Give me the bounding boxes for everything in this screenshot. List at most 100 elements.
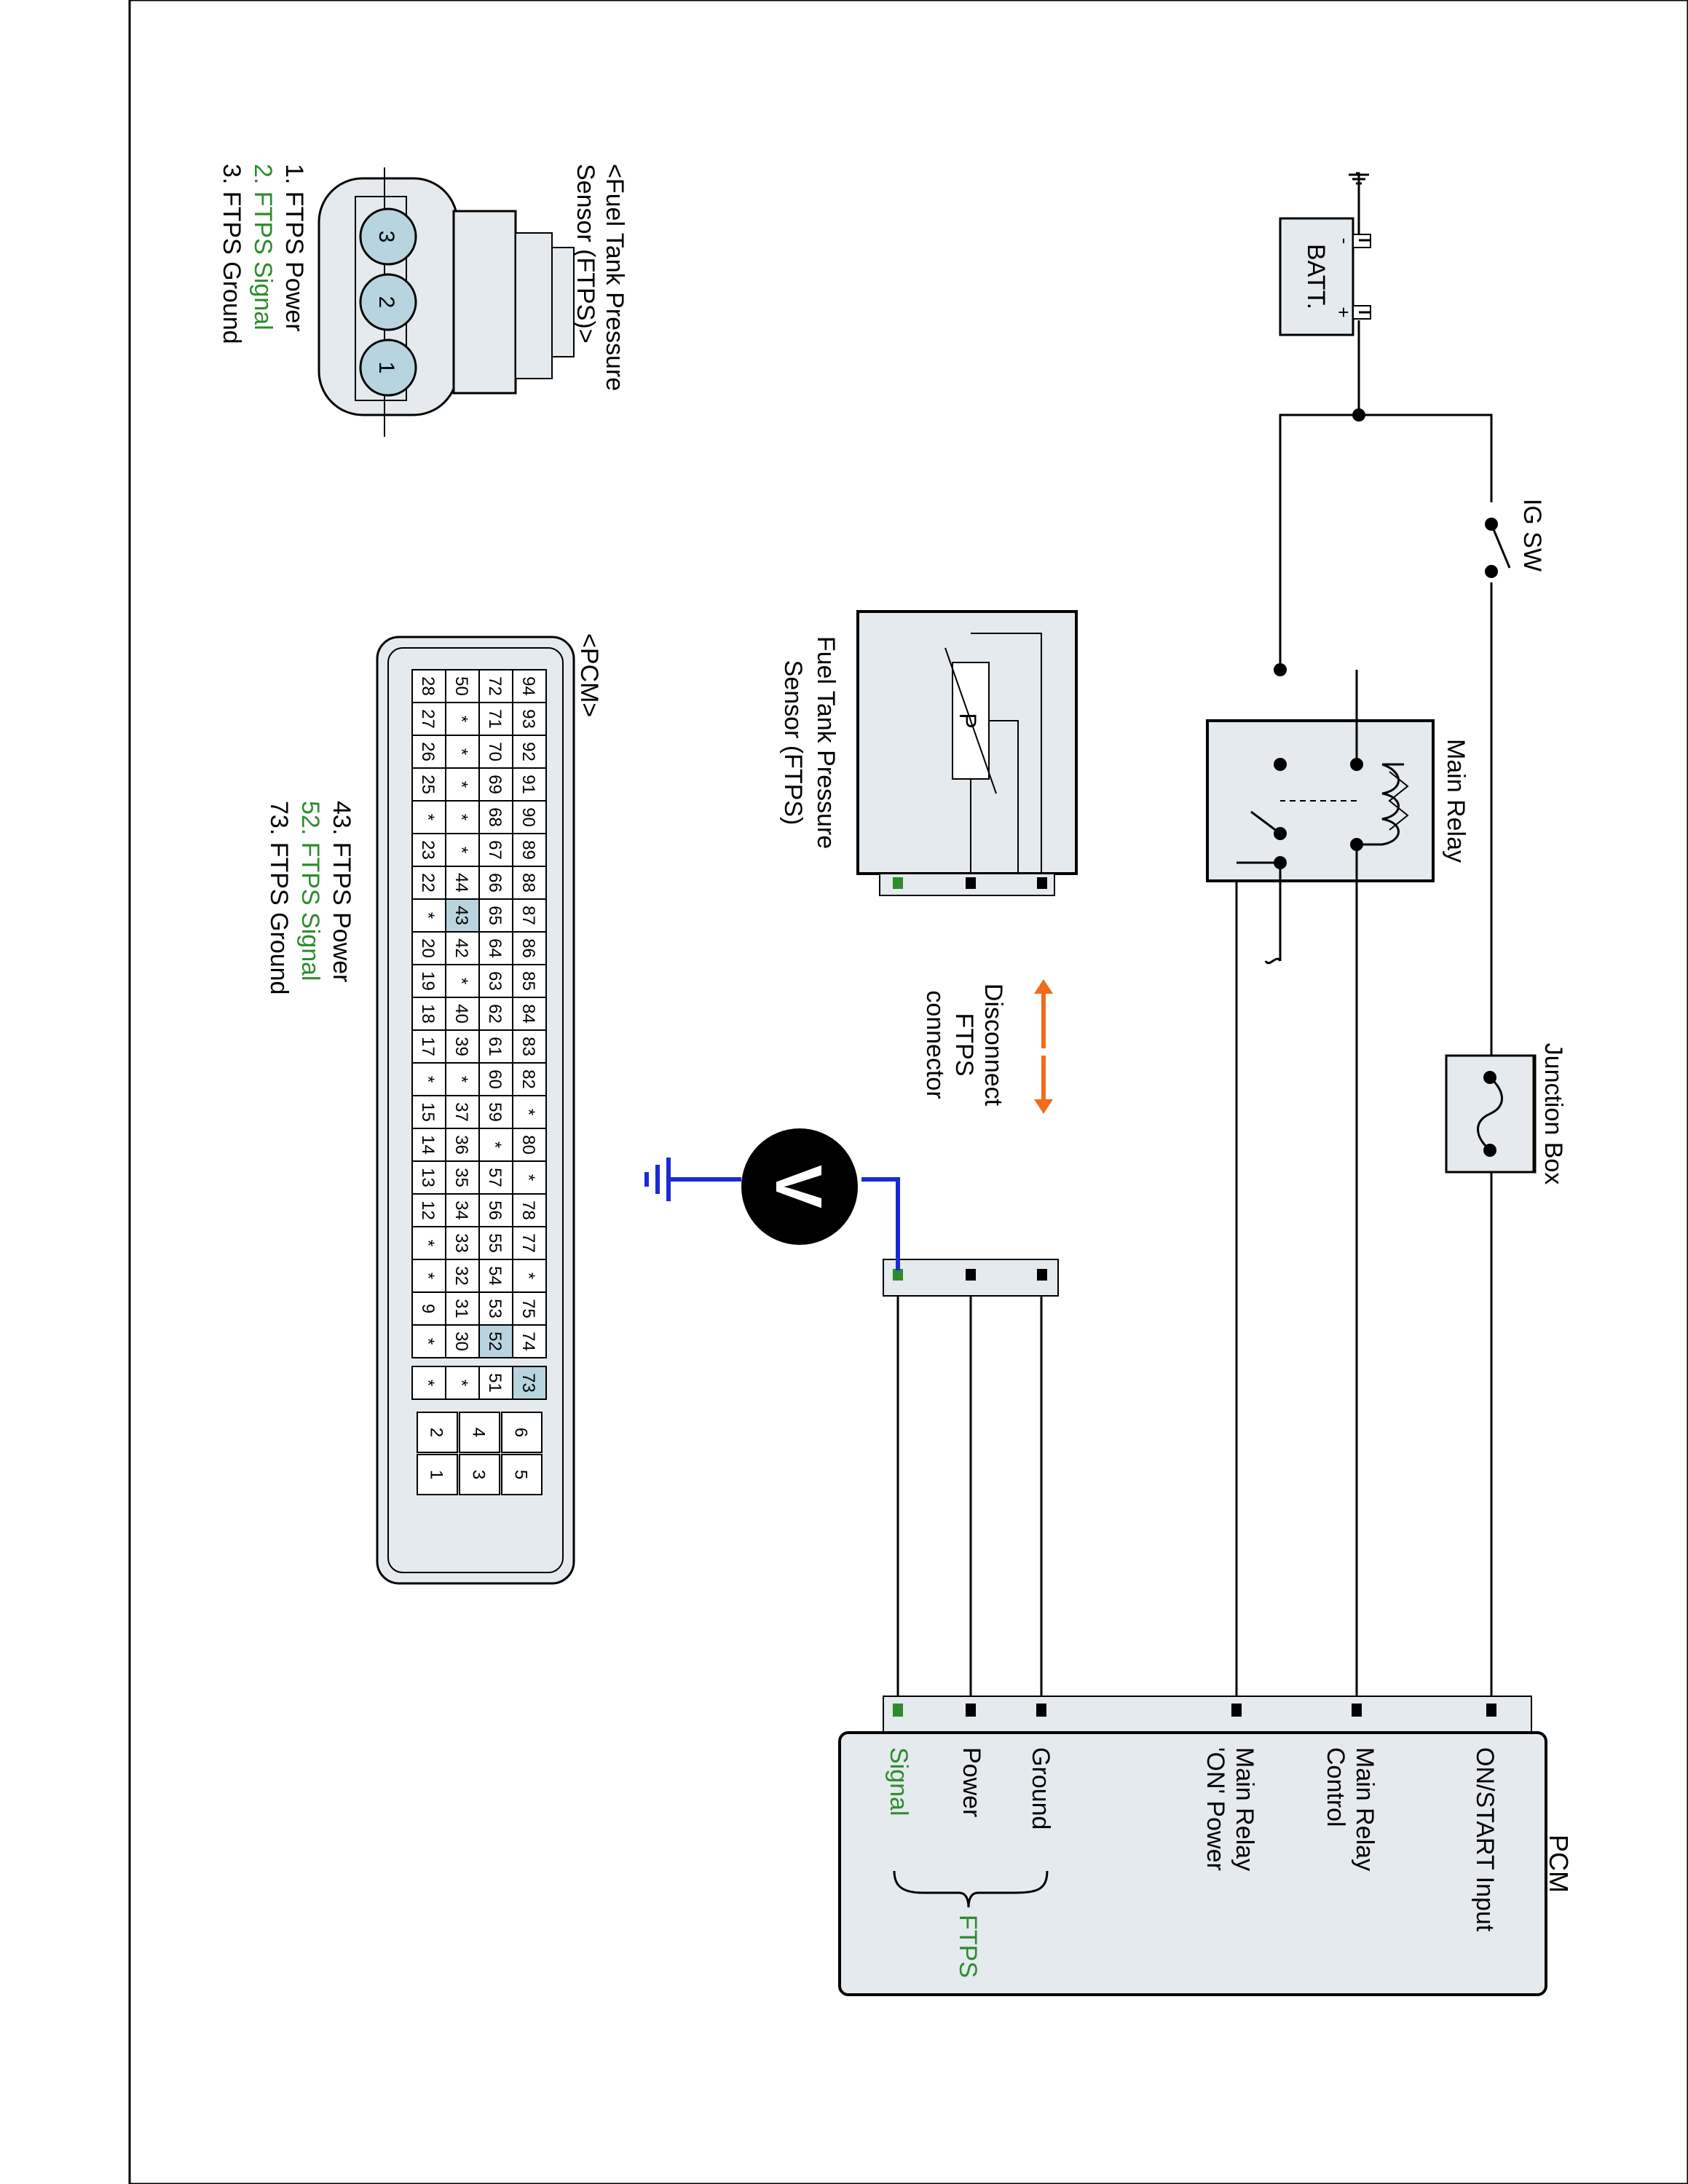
pcm-pin-label: * [451, 814, 471, 820]
pcm-pin-label: 50 [451, 676, 471, 696]
pcm-pin-label: 42 [451, 938, 471, 958]
pcm-pin-label: 78 [518, 1200, 538, 1220]
pcm-pin-label: 52 [485, 1332, 505, 1351]
pcm-pin-cell [501, 1454, 543, 1495]
pcm-terminal-label: Main Relay [1351, 1747, 1379, 1871]
pcm-pin-label: 80 [518, 1135, 538, 1155]
pcm-pin-label: * [418, 1380, 438, 1386]
ig-switch: IG SW [1485, 499, 1546, 582]
pcm-pin-label: 64 [485, 938, 505, 958]
ftps-group-label: FTPS [954, 1915, 982, 1978]
pcm-pin-label: * [418, 1338, 438, 1345]
ftps-connector-view: <Fuel Tank Pressure Sensor (FTPS)> 3 2 1… [218, 164, 628, 437]
pcm-pin-label: * [451, 781, 471, 788]
pcm-pin-label: 70 [485, 742, 505, 761]
pcm-pin-label: 36 [451, 1135, 471, 1155]
voltmeter: V [644, 1128, 900, 1270]
ftps-legend-item: 1. FTPS Power [280, 164, 308, 332]
pcm-pin-label: 71 [485, 709, 505, 729]
pcm-legend-item: 52. FTPS Signal [296, 801, 324, 981]
pcm-pin-label: * [451, 748, 471, 755]
pcm-pin-label: 82 [518, 1069, 538, 1089]
pcm-pin-label: 33 [451, 1233, 471, 1253]
pcm-pin-label: 53 [485, 1299, 505, 1318]
pcm-pin-label: 94 [518, 676, 538, 696]
pcm-pin-label: * [418, 912, 438, 919]
pcm-pin-label: 77 [518, 1233, 538, 1253]
pcm-pin-label: 23 [418, 840, 438, 860]
pcm-pin-label: 40 [451, 1004, 471, 1024]
pcm-pin-label: 83 [518, 1037, 538, 1056]
pcm-pin-label: 69 [485, 775, 505, 794]
pcm-pin-label: 43 [451, 906, 471, 925]
page-frame [128, 0, 1688, 2184]
pcm-pin-label: 51 [485, 1373, 505, 1393]
pcm-terminal-label: Main Relay [1231, 1747, 1258, 1871]
pcm-pin-label: * [418, 1076, 438, 1083]
pcm-pin-label: 26 [418, 742, 438, 761]
ftps-pin-label: 1 [374, 362, 398, 374]
disconnect-line1: Disconnect [979, 984, 1007, 1107]
pcm-pin-label: 27 [418, 709, 438, 729]
pcm-pin-label: 73 [518, 1373, 538, 1393]
pcm-pin-label: 93 [518, 709, 538, 729]
pcm-pin-label: 88 [518, 873, 538, 893]
pcm-terminal-label: 'ON' Power [1202, 1747, 1229, 1871]
junction-box: Junction Box [1445, 1043, 1567, 1184]
pcm-connector-view: <PCM> 94939291908988878685848382*80*7877… [265, 633, 603, 1585]
pcm-pin-label: * [451, 1076, 471, 1083]
pcm-pin-label: 6 [511, 1428, 531, 1437]
pcm-pin-label: 32 [451, 1266, 471, 1286]
pcm-terminal-label: ON/START Input [1471, 1747, 1499, 1932]
pcm-pin-cell [501, 1412, 543, 1453]
pcm-pin-label: 25 [418, 775, 438, 794]
pcm-pin-label: * [451, 716, 471, 722]
pcm-pin-label: 91 [518, 775, 538, 794]
pcm-pin-label: 89 [518, 840, 538, 860]
disconnect-indicator: Disconnect FTPS connector [921, 979, 1053, 1114]
splice-node [1352, 408, 1365, 422]
pcm-pin-label: 57 [485, 1168, 505, 1187]
pcm-pin-label: * [518, 1273, 538, 1279]
splice-node [1274, 663, 1287, 676]
sensor-label-line2: Sensor (FTPS) [779, 660, 807, 826]
ftps-pin-label: 3 [374, 231, 398, 243]
pcm-pin-label: 15 [418, 1102, 438, 1122]
main-relay-label: Main Relay [1442, 739, 1470, 863]
ftps-connector-title-line2: Sensor (FTPS)> [572, 164, 599, 344]
pcm-pin-cell [459, 1412, 500, 1453]
pcm-pin-label: 28 [418, 676, 438, 696]
disconnect-line2: FTPS [950, 1013, 978, 1077]
pcm-pin-label: 3 [469, 1470, 489, 1479]
wire-node-to-relay [1279, 414, 1359, 670]
pcm-pin-label: * [451, 847, 471, 853]
pcm-pin-label: 12 [418, 1200, 438, 1220]
pcm-pin-label: * [485, 1142, 505, 1148]
pcm-pin-label: 63 [485, 971, 505, 991]
pcm-pin-cell [459, 1454, 500, 1495]
pcm-pin-label: 61 [485, 1037, 505, 1056]
pcm-pin-label: 75 [518, 1299, 538, 1318]
main-relay: Main Relay [1206, 670, 1470, 965]
pcm-pin-label: 84 [518, 1004, 538, 1024]
pcm-pin-label: 14 [418, 1135, 438, 1155]
pcm-pin-cell [417, 1412, 458, 1453]
harness-connector [883, 1259, 1059, 1297]
pcm-pin-label: 17 [418, 1037, 438, 1056]
pcm-pin-label: 22 [418, 873, 438, 893]
pcm-pin-label: * [518, 1174, 538, 1181]
pcm-pin-label: 39 [451, 1037, 471, 1056]
disconnect-line3: connector [921, 990, 949, 1099]
pcm-pin-label: 66 [485, 873, 505, 893]
pcm-pin-label: 19 [418, 971, 438, 991]
sensor-label-line1: Fuel Tank Pressure [812, 636, 840, 849]
pcm-pin-label: 2 [427, 1428, 446, 1437]
pcm-legend-item: 73. FTPS Ground [265, 801, 293, 994]
pcm-pin-label: * [451, 978, 471, 984]
ftps-pin-label: 2 [374, 296, 398, 309]
pcm-pin-cell [411, 1324, 446, 1358]
pcm-pin-label: 37 [451, 1102, 471, 1122]
ftps-legend-item: 2. FTPS Signal [249, 164, 277, 331]
ftps-connector-pins: 3 2 1 [359, 207, 417, 397]
